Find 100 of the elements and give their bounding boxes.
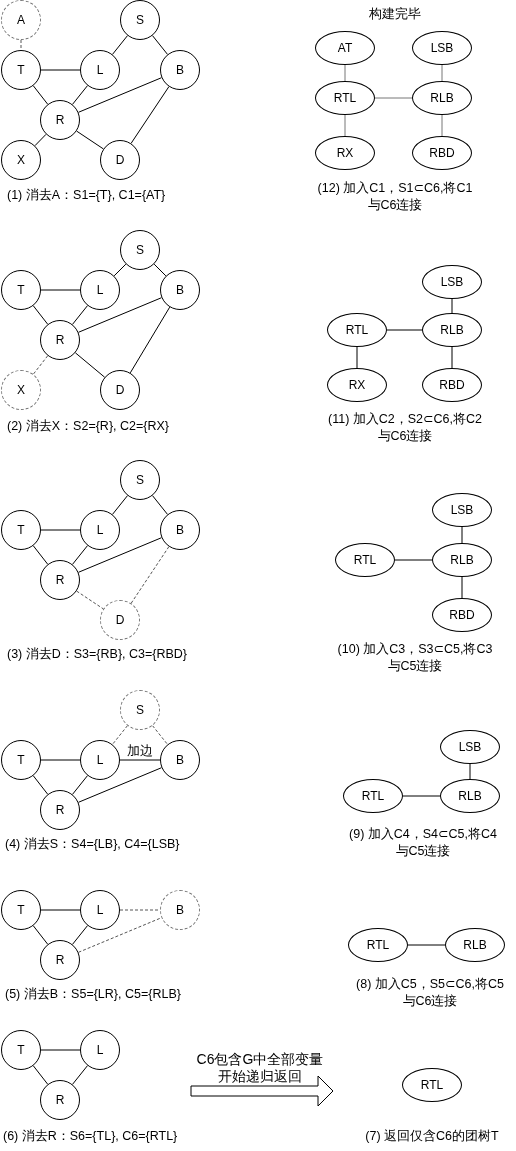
variable-node: B: [160, 50, 200, 90]
variable-node: T: [1, 50, 41, 90]
edge-line: [77, 537, 163, 573]
step-caption: (9) 加入C4，S4⊂C5,将C4与C5连接: [348, 826, 498, 860]
arrow-caption: C6包含G中全部变量开始递归返回: [195, 1051, 325, 1085]
edge-line: [469, 763, 471, 780]
variable-node: D: [100, 600, 140, 640]
variable-node: D: [100, 140, 140, 180]
edge-line: [72, 925, 88, 945]
edge-line: [32, 1065, 49, 1085]
clique-node: RTL: [402, 1068, 462, 1102]
edge-line: [386, 329, 423, 331]
edge-line: [112, 495, 128, 515]
edge-line: [152, 725, 168, 745]
clique-node: LSB: [412, 31, 472, 65]
edge-line: [112, 35, 128, 55]
edge-line: [119, 759, 161, 761]
variable-node: L: [80, 890, 120, 930]
clique-node: RLB: [412, 81, 472, 115]
edge-line: [119, 909, 161, 911]
variable-node: T: [1, 740, 41, 780]
variable-node: S: [120, 230, 160, 270]
variable-node: S: [120, 460, 160, 500]
edge-line: [32, 545, 49, 565]
variable-node: D: [100, 370, 140, 410]
variable-node: S: [120, 0, 160, 40]
edge-line: [72, 775, 88, 795]
edge-line: [77, 77, 163, 113]
edge-line: [130, 86, 170, 144]
variable-node: S: [120, 690, 160, 730]
variable-node: T: [1, 1030, 41, 1070]
variable-node: L: [80, 50, 120, 90]
step-caption: (6) 消去R：S6={TL}, C6={RTL}: [3, 1128, 178, 1145]
edge-line: [76, 590, 104, 610]
edge-line: [152, 35, 168, 55]
edge-line: [72, 1065, 88, 1085]
edge-line: [461, 526, 463, 544]
edge-line: [72, 545, 88, 565]
clique-node: LSB: [432, 493, 492, 527]
clique-node: RLB: [422, 313, 482, 347]
edge-line: [451, 298, 453, 314]
step-caption: (2) 消去X：S2={R}, C2={RX}: [7, 418, 169, 435]
step-caption: (11) 加入C2，S2⊂C6,将C2与C6连接: [327, 411, 483, 445]
edge-line: [441, 114, 443, 137]
edge-line: [407, 944, 446, 946]
step-caption: (1) 消去A：S1={T}, C1={AT}: [7, 187, 166, 204]
edge-line: [32, 925, 49, 945]
clique-node: RBD: [422, 368, 482, 402]
variable-node: R: [40, 100, 80, 140]
edge-line: [113, 263, 127, 277]
clique-node: RBD: [432, 598, 492, 632]
variable-node: B: [160, 740, 200, 780]
edge-line: [76, 130, 104, 150]
heading: 构建完毕: [368, 6, 422, 23]
clique-node: RTL: [335, 543, 395, 577]
edge-line: [77, 767, 163, 803]
variable-node: L: [80, 510, 120, 550]
edge-line: [40, 759, 81, 761]
step-caption: (8) 加入C5，S5⊂C6,将C5与C6连接: [355, 976, 505, 1010]
step-caption: (7) 返回仅含C6的团树T: [364, 1128, 500, 1145]
edge-line: [402, 795, 441, 797]
edge-line: [72, 305, 88, 325]
edge-line: [74, 352, 106, 378]
edge-line: [130, 546, 170, 604]
edge-label: 加边: [126, 743, 154, 758]
variable-node: R: [40, 320, 80, 360]
clique-node: RLB: [440, 779, 500, 813]
clique-node: LSB: [440, 730, 500, 764]
step-caption: (5) 消去B：S5={LR}, C5={RLB}: [5, 986, 181, 1003]
clique-node: RX: [327, 368, 387, 402]
variable-node: L: [80, 1030, 120, 1070]
step-caption: (4) 消去S：S4={LB}, C4={LSB}: [5, 836, 180, 853]
variable-node: X: [1, 370, 41, 410]
variable-node: B: [160, 270, 200, 310]
edge-line: [40, 1049, 81, 1051]
variable-node: B: [160, 510, 200, 550]
edge-line: [77, 297, 163, 333]
edge-line: [32, 775, 49, 795]
clique-node: RLB: [445, 928, 505, 962]
variable-node: T: [1, 270, 41, 310]
edge-line: [40, 289, 81, 291]
edge-line: [152, 495, 168, 515]
step-caption: (3) 消去D：S3={RB}, C3={RBD}: [7, 646, 188, 663]
variable-node: R: [40, 790, 80, 830]
variable-node: R: [40, 940, 80, 980]
variable-node: R: [40, 1080, 80, 1120]
edge-line: [344, 64, 346, 82]
clique-node: AT: [315, 31, 375, 65]
edge-line: [112, 725, 128, 745]
edge-line: [344, 114, 346, 137]
edge-line: [20, 39, 22, 51]
variable-node: R: [40, 560, 80, 600]
edge-line: [77, 917, 163, 953]
variable-node: B: [160, 890, 200, 930]
edge-line: [394, 559, 433, 561]
variable-node: T: [1, 890, 41, 930]
clique-node: RTL: [327, 313, 387, 347]
clique-node: LSB: [422, 265, 482, 299]
edge-line: [40, 69, 81, 71]
edge-line: [451, 346, 453, 369]
